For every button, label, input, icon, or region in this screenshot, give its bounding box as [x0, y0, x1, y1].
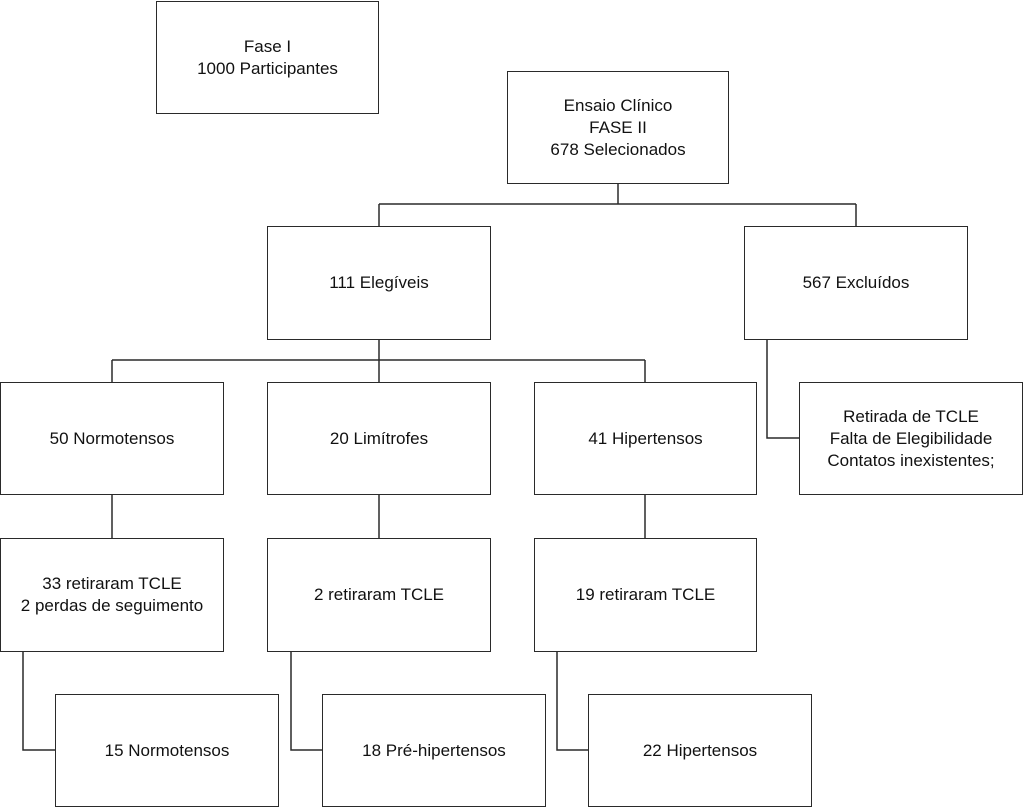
normotensive-final-box: 15 Normotensos [55, 694, 279, 807]
eligible-box: 111 Elegíveis [267, 226, 491, 340]
phase1-participants: 1000 Participantes [197, 58, 338, 78]
borderline-withdrawals-box: 2 retiraram TCLE [267, 538, 491, 652]
hypertensive-group-box: 41 Hipertensos [534, 382, 757, 495]
trial-title: Ensaio Clínico [563, 95, 673, 115]
normotensive-withdrawals-box: 33 retiraram TCLE 2 perdas de seguimento [0, 538, 224, 652]
prehypertensive-final-box: 18 Pré-hipertensos [322, 694, 546, 807]
hypertensive-label: 41 Hipertensos [588, 428, 703, 448]
prehypertensive-final: 18 Pré-hipertensos [362, 740, 506, 760]
excluded-label: 567 Excluídos [802, 273, 910, 292]
reason-tcle-withdrawal: Retirada de TCLE [843, 406, 979, 426]
connector-normotensive-final [22, 652, 55, 751]
phase1-title: Fase I [243, 36, 292, 56]
hypertensive-withdrawals: 19 retiraram TCLE [575, 585, 716, 604]
borderline-label: 20 Limítrofes [329, 428, 429, 448]
normotensive-label: 50 Normotensos [49, 428, 175, 448]
connector-hypertensive-final [556, 652, 588, 751]
normotensive-withdrawals: 33 retiraram TCLE [42, 574, 182, 593]
trial-selected: 678 Selecionados [550, 139, 686, 159]
clinical-trial-box: Ensaio Clínico FASE II 678 Selecionados [507, 71, 729, 184]
hypertensive-withdrawals-box: 19 retiraram TCLE [534, 538, 757, 652]
trial-phase: FASE II [589, 117, 647, 137]
borderline-group-box: 20 Limítrofes [267, 382, 491, 495]
reason-ineligibility: Falta de Elegibilidade [829, 428, 993, 448]
reason-no-contact: Contatos inexistentes; [827, 450, 995, 470]
normotensive-follow-up-losses: 2 perdas de seguimento [20, 596, 204, 615]
exclusion-reasons-box: Retirada de TCLE Falta de Elegibilidade … [799, 382, 1023, 495]
normotensive-group-box: 50 Normotensos [0, 382, 224, 495]
borderline-withdrawals: 2 retiraram TCLE [313, 585, 445, 604]
hypertensive-final-box: 22 Hipertensos [588, 694, 812, 807]
normotensive-final: 15 Normotensos [104, 740, 230, 760]
excluded-box: 567 Excluídos [744, 226, 968, 340]
phase1-box: Fase I 1000 Participantes [156, 1, 379, 114]
connector-borderline-final [290, 652, 322, 751]
hypertensive-final: 22 Hipertensos [642, 740, 758, 760]
eligible-label: 111 Elegíveis [329, 273, 429, 292]
connector-excluded-reasons [766, 340, 799, 439]
